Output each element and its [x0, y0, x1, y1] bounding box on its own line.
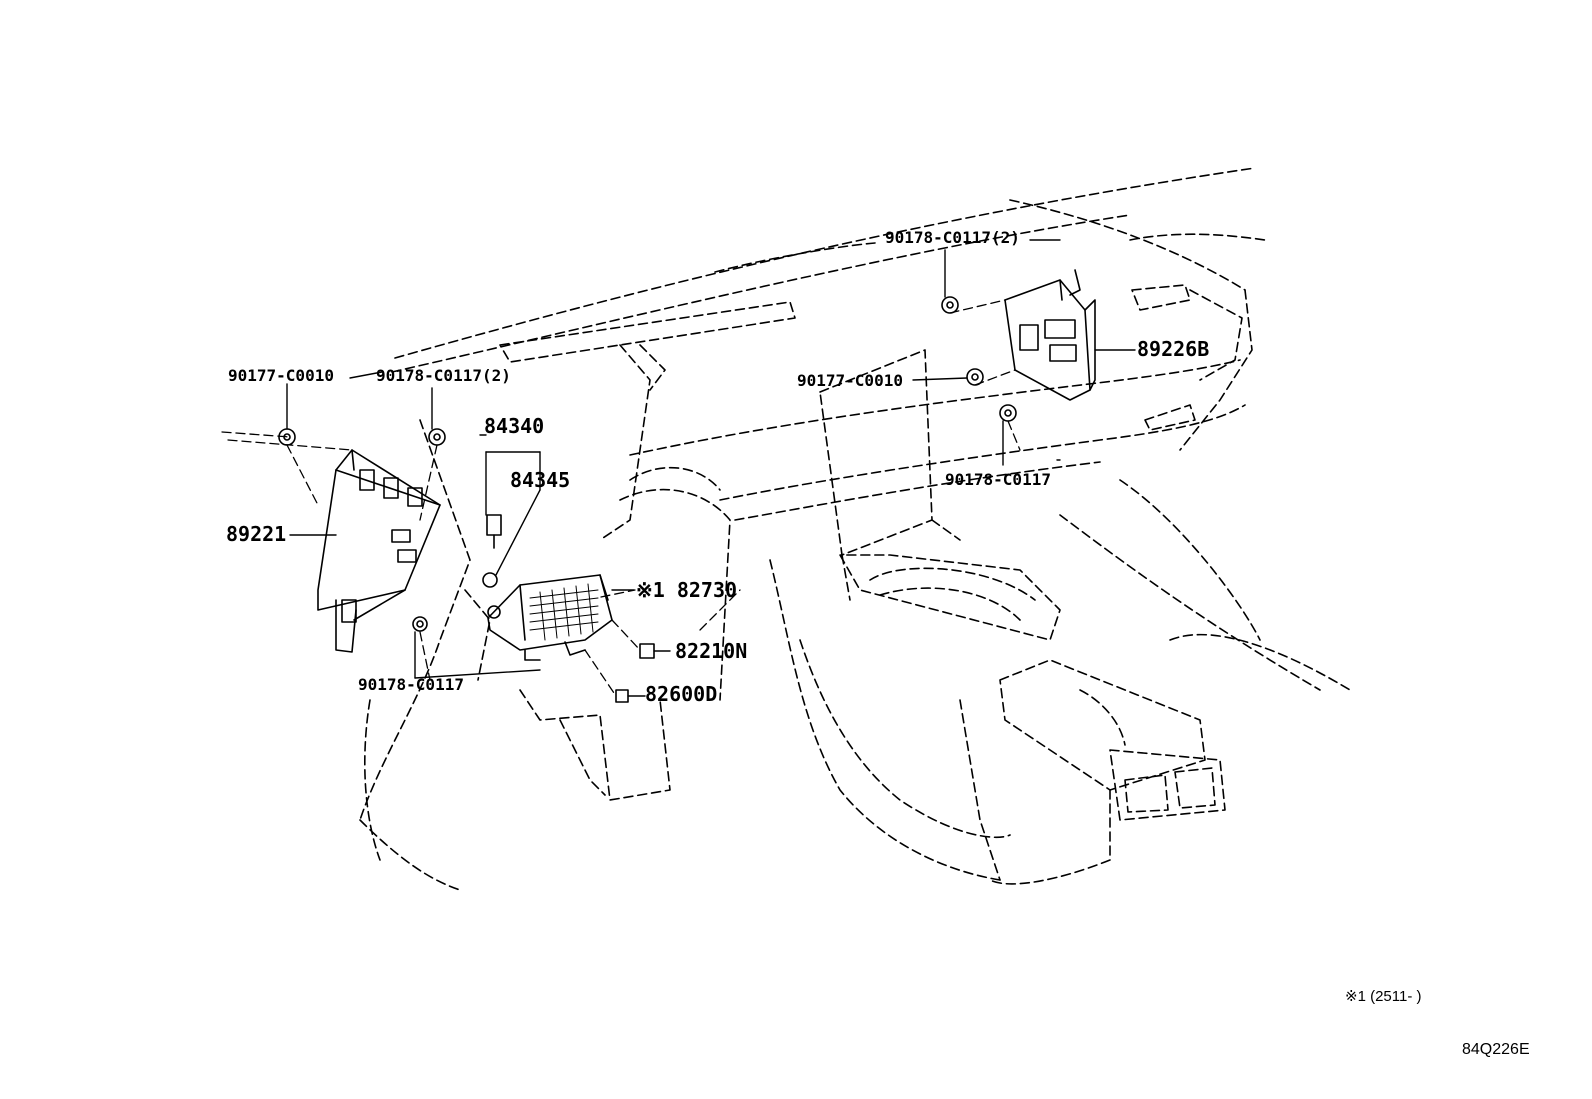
ecu-89221-drawing: [317, 449, 441, 653]
leader-lines: [286, 239, 1136, 697]
label-clip-90177-c0010-right: 90177-C0010: [797, 371, 903, 390]
label-nut-90178-c0117-2-left: 90178-C0117(2): [376, 366, 511, 385]
label-nut-90178-c0117-2-right: 90178-C0117(2): [885, 228, 1020, 247]
label-part-84345: 84345: [510, 468, 571, 492]
junction-block-82730-drawing: [487, 574, 613, 661]
label-part-84340: 84340: [484, 414, 545, 438]
label-part-89221: 89221: [226, 522, 287, 546]
label-clip-90177-c0010-left: 90177-C0010: [228, 366, 334, 385]
ecu-89226b-drawing: [1004, 269, 1096, 401]
label-nut-90178-c0117-right: 90178-C0117: [945, 470, 1051, 489]
label-part-89226b: 89226B: [1137, 337, 1210, 361]
dashboard-outline: [359, 167, 1351, 891]
footnote: ※1 (2511- ): [1345, 988, 1422, 1005]
label-nut-90178-c0117-left: 90178-C0117: [358, 675, 464, 694]
label-part-82210n: 82210N: [675, 639, 748, 663]
label-part-82730: ※1 82730: [636, 578, 738, 602]
center-console: [769, 554, 1226, 885]
assembly-lines: [221, 299, 1021, 697]
figure-code: 84Q226E: [1462, 1041, 1530, 1058]
label-part-82600d: 82600D: [645, 682, 718, 706]
